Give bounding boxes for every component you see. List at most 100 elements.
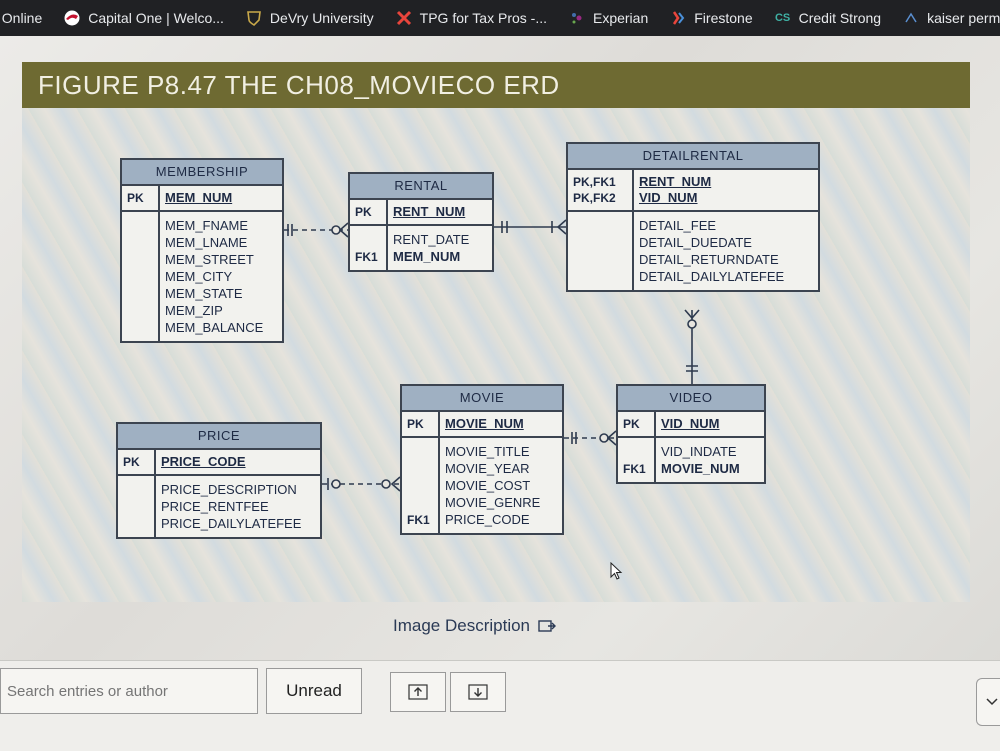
attribute-list: DETAIL_FEE DETAIL_DUEDATE DETAIL_RETURND… xyxy=(568,212,818,290)
attribute: MEM_ZIP xyxy=(165,303,223,318)
erd-figure: FIGURE P8.47 THE CH08_MOVIECO ERD xyxy=(22,62,970,602)
attribute: MEM_LNAME xyxy=(165,235,248,250)
attribute: MEM_FNAME xyxy=(165,218,249,233)
key-column xyxy=(568,212,634,290)
attribute: PRICE_DAILYLATEFEE xyxy=(161,516,302,531)
attribute: MOVIE_COST xyxy=(445,478,531,493)
pk-row: PK MOVIE_NUM xyxy=(402,412,562,438)
attribute: MOVIE_TITLE xyxy=(445,444,530,459)
attribute: MEM_STATE xyxy=(165,286,243,301)
attribute-list: MEM_FNAME MEM_LNAME MEM_STREET MEM_CITY … xyxy=(122,212,282,341)
attribute: MEM_STREET xyxy=(165,252,254,267)
relationship-lines xyxy=(284,219,700,492)
attribute-list: FK1 VID_INDATE MOVIE_NUM xyxy=(618,438,764,482)
key-label: PK xyxy=(618,412,656,436)
bookmark-online[interactable]: t Online xyxy=(0,10,42,26)
upload-button[interactable] xyxy=(390,672,446,712)
key-label: FK1 xyxy=(623,462,646,476)
relationship-video-detailrental xyxy=(684,309,700,384)
image-description-link[interactable]: Image Description xyxy=(393,616,557,636)
attribute: DETAIL_RETURNDATE xyxy=(639,252,779,267)
key-label: PK,FK1 xyxy=(573,175,616,189)
bookmark-capital-one[interactable]: Capital One | Welco... xyxy=(64,10,224,26)
bookmark-label: DeVry University xyxy=(269,10,374,26)
firestone-icon xyxy=(670,10,686,26)
entity-name: VIDEO xyxy=(618,386,764,412)
entity-name: PRICE xyxy=(118,424,320,450)
bookmark-label: Capital One | Welco... xyxy=(88,10,224,26)
bookmark-experian[interactable]: Experian xyxy=(569,10,648,26)
attribute: MOVIE_GENRE xyxy=(445,495,541,510)
credit-strong-cs-icon: CS xyxy=(774,12,791,24)
pk-field: VID_NUM xyxy=(639,190,698,205)
tpg-x-icon xyxy=(396,10,412,26)
entity-name: RENTAL xyxy=(350,174,492,200)
attribute: VID_INDATE xyxy=(661,444,737,459)
key-column xyxy=(118,476,156,537)
bookmark-tpg[interactable]: TPG for Tax Pros -... xyxy=(396,10,547,26)
key-label: PK xyxy=(122,186,160,210)
key-label: PK xyxy=(350,200,388,224)
key-label xyxy=(407,444,438,461)
attribute: MOVIE_NUM xyxy=(661,461,740,476)
key-label: PK xyxy=(118,450,156,474)
unread-button[interactable]: Unread xyxy=(266,668,362,714)
entity-name: DETAILRENTAL xyxy=(568,144,818,170)
key-label: FK1 xyxy=(407,513,430,527)
pk-field: RENT_NUM xyxy=(393,204,466,219)
key-label xyxy=(407,495,438,512)
expand-icon xyxy=(538,620,557,632)
pk-field: MOVIE_NUM xyxy=(445,416,524,431)
attribute: PRICE_RENTFEE xyxy=(161,499,269,514)
entity-name: MOVIE xyxy=(402,386,562,412)
upload-icon xyxy=(408,684,428,700)
image-description-label: Image Description xyxy=(393,616,531,635)
attribute: DETAIL_DUEDATE xyxy=(639,235,752,250)
relationship-rental-detailrental xyxy=(494,219,567,235)
bookmark-firestone[interactable]: Firestone xyxy=(670,10,753,26)
download-button[interactable] xyxy=(450,672,506,712)
attribute-list: PRICE_DESCRIPTION PRICE_RENTFEE PRICE_DA… xyxy=(118,476,320,537)
relationship-movie-video xyxy=(564,430,617,446)
attribute: MOVIE_YEAR xyxy=(445,461,530,476)
key-label: PK xyxy=(402,412,440,436)
kaiser-icon xyxy=(903,10,919,26)
pk-row: PK MEM_NUM xyxy=(122,186,282,212)
figure-header: FIGURE P8.47 THE CH08_MOVIECO ERD xyxy=(22,62,970,108)
bookmark-label: Firestone xyxy=(694,10,753,26)
dropdown-toggle[interactable] xyxy=(976,678,1000,726)
mouse-cursor-icon xyxy=(610,562,623,580)
attribute: RENT_DATE xyxy=(393,232,470,247)
pk-row: PK,FK1 PK,FK2 RENT_NUM VID_NUM xyxy=(568,170,818,212)
attribute: DETAIL_FEE xyxy=(639,218,717,233)
figure-title: FIGURE P8.47 THE CH08_MOVIECO ERD xyxy=(38,70,560,100)
relationship-price-movie xyxy=(322,476,401,492)
bookmark-devry[interactable]: DeVry University xyxy=(246,10,374,26)
pk-field: PRICE_CODE xyxy=(161,454,246,469)
attribute: MEM_BALANCE xyxy=(165,320,264,335)
attribute-list: FK1 RENT_DATE MEM_NUM xyxy=(350,226,492,270)
attribute: PRICE_CODE xyxy=(445,512,530,527)
capital-one-icon xyxy=(64,10,80,26)
bookmark-label: t Online xyxy=(0,10,43,26)
attribute: MEM_NUM xyxy=(393,249,461,264)
key-label: FK1 xyxy=(355,250,378,264)
download-icon xyxy=(468,684,488,700)
experian-dots-icon xyxy=(569,10,585,26)
attribute: MEM_CITY xyxy=(165,269,233,284)
bookmark-kaiser[interactable]: kaiser perma xyxy=(903,10,1000,26)
entity-movie: MOVIE PK MOVIE_NUM FK1 MOVIE_TITLE MOVIE… xyxy=(400,384,564,535)
pk-row: PK RENT_NUM xyxy=(350,200,492,226)
bookmark-credit-strong[interactable]: CS Credit Strong xyxy=(775,10,881,26)
key-column xyxy=(122,212,160,341)
entity-rental: RENTAL PK RENT_NUM FK1 RENT_DATE MEM_NUM xyxy=(348,172,494,272)
chevron-down-icon xyxy=(986,698,998,706)
search-input[interactable] xyxy=(0,668,258,714)
pk-field: VID_NUM xyxy=(661,416,720,431)
pk-field: MEM_NUM xyxy=(165,190,233,205)
pk-row: PK PRICE_CODE xyxy=(118,450,320,476)
devry-shield-icon xyxy=(246,10,262,26)
pk-field: RENT_NUM xyxy=(639,174,712,189)
attribute-list: FK1 MOVIE_TITLE MOVIE_YEAR MOVIE_COST MO… xyxy=(402,438,562,533)
pk-row: PK VID_NUM xyxy=(618,412,764,438)
